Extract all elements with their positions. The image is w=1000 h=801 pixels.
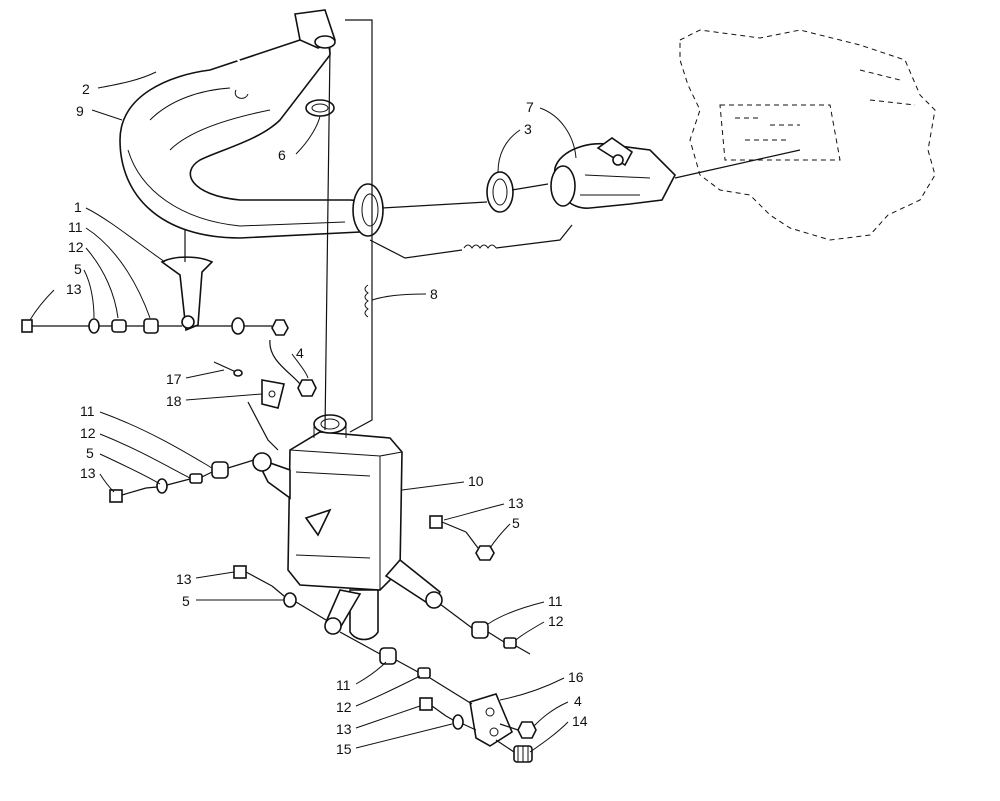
- muffler: [252, 414, 443, 641]
- spacer-12-upper: [111, 319, 127, 333]
- engine-outline: [679, 29, 936, 241]
- callout-16: 16: [568, 669, 584, 685]
- nut-upper: [271, 319, 289, 336]
- callout-14: 14: [572, 713, 588, 729]
- callout-12: 12: [336, 699, 352, 715]
- callout-1: 1: [74, 199, 82, 215]
- callout-2: 2: [82, 81, 90, 97]
- callout-4: 4: [574, 693, 582, 709]
- bushing-11-upper: [143, 318, 159, 334]
- washer-upper-right: [231, 317, 245, 335]
- nut-5-right: [475, 545, 495, 561]
- bracket-1: [160, 256, 214, 332]
- callout-12: 12: [548, 613, 564, 629]
- spring-lower: [364, 284, 369, 318]
- callout-5: 5: [86, 445, 94, 461]
- bolt-13-bottom: [419, 697, 447, 717]
- callout-13: 13: [80, 465, 96, 481]
- hose: [155, 40, 249, 99]
- ring-3: [486, 171, 514, 213]
- callout-5: 5: [512, 515, 520, 531]
- callout-11: 11: [336, 677, 351, 693]
- callout-5: 5: [74, 261, 82, 277]
- bracket-16: [469, 693, 513, 747]
- washer-5-mid: [156, 478, 168, 494]
- assembly-lines: [66, 19, 801, 753]
- spacer-12-right: [503, 637, 517, 649]
- callout-13: 13: [66, 281, 82, 297]
- callout-4: 4: [296, 345, 304, 361]
- callout-12: 12: [68, 239, 84, 255]
- callout-11: 11: [80, 403, 95, 419]
- callout-8: 8: [430, 286, 438, 302]
- bushing-11-bottom: [379, 647, 397, 665]
- nut-4-mid: [297, 379, 317, 397]
- bolt-13-right: [429, 515, 467, 533]
- callout-17: 17: [166, 371, 182, 387]
- callout-12: 12: [80, 425, 96, 441]
- callout-11: 11: [68, 219, 83, 235]
- spring-upper: [463, 244, 497, 249]
- pin-17: [213, 361, 243, 377]
- spacer-12-bottom: [417, 667, 431, 679]
- callout-9: 9: [76, 103, 84, 119]
- callout-6: 6: [278, 147, 286, 163]
- callout-11: 11: [548, 593, 563, 609]
- bolt-13-upper: [21, 319, 66, 333]
- callout-labels: 2 9 6 7 3 1 11 12 5 13 8 4 17 18 11 12 5…: [66, 81, 588, 757]
- washer-5-lowleft: [283, 592, 297, 608]
- callout-3: 3: [524, 121, 532, 137]
- bushing-11-mid: [211, 461, 229, 479]
- callout-5: 5: [182, 593, 190, 609]
- leader-lines: [29, 71, 577, 753]
- callout-13: 13: [176, 571, 192, 587]
- callout-7: 7: [526, 99, 534, 115]
- spacer-12-mid: [189, 473, 203, 484]
- nut-4-bottom: [517, 721, 537, 739]
- exhaust-pipe: [119, 9, 384, 239]
- bolt-13-lowleft: [233, 565, 273, 587]
- callout-15: 15: [336, 741, 352, 757]
- nut-14: [513, 745, 533, 763]
- bolt-13-mid: [109, 487, 147, 503]
- washer-5-upper: [88, 318, 100, 334]
- callout-18: 18: [166, 393, 182, 409]
- bushing-11-right: [471, 621, 489, 639]
- manifold: [550, 137, 676, 209]
- callout-10: 10: [468, 473, 484, 489]
- washer-15: [452, 714, 464, 730]
- clip-18: [261, 379, 285, 409]
- callout-13: 13: [508, 495, 524, 511]
- callout-13: 13: [336, 721, 352, 737]
